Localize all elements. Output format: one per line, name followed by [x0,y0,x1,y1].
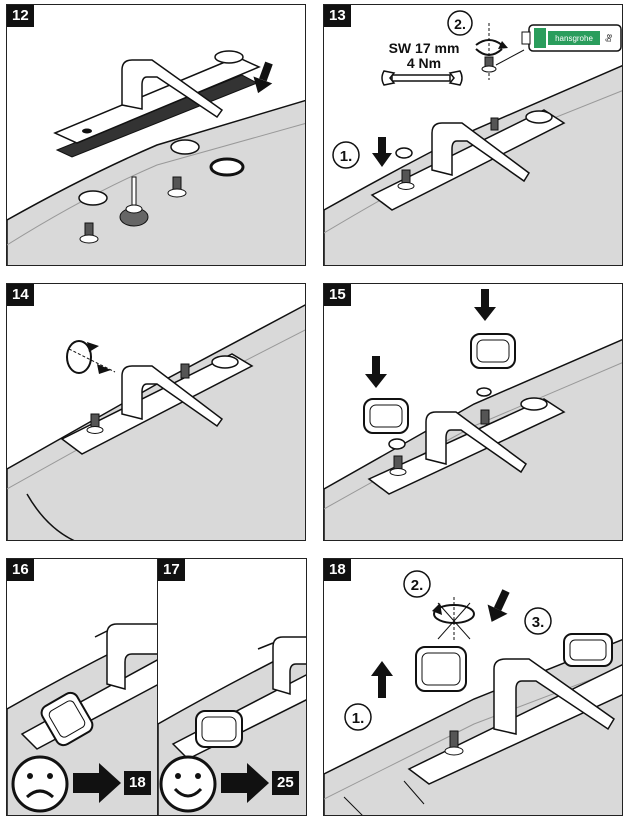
tube-brand: hansgrohe [555,34,593,43]
sad-face-icon [11,755,69,813]
step-number: 16 [7,559,34,581]
handle-cap-misaligned [40,691,94,747]
threaded-connector [86,413,104,434]
threaded-connector [167,176,187,198]
step-13-panel: 13 1. 2. [323,4,623,266]
step-16-illustration [7,623,157,815]
threaded-connector [480,409,490,425]
handle-cap [363,398,409,434]
step-15-panel: 15 [323,283,623,541]
right-arrow-icon [73,763,121,803]
spout [121,365,224,428]
step-number: 18 [324,559,351,581]
spout [431,122,531,183]
handle-cap [415,646,467,692]
goto-step-badge: 18 [124,771,151,795]
spout [425,411,528,474]
o-ring [78,190,108,206]
step-12-illustration [7,50,305,265]
down-arrow-icon [372,137,392,167]
step-number: 17 [158,559,185,581]
cover-plate [60,353,254,455]
happy-face-icon [159,755,217,813]
down-arrow-icon [253,61,273,94]
grease-tube-icon: hansgrohe 8g [521,24,622,52]
step-label-3: 3. [532,614,545,631]
spout [121,59,224,119]
rotate-icon [432,597,475,641]
wrench-size: SW 17 mm [389,40,460,56]
step-14-illustration [7,304,305,540]
down-arrow-icon [474,289,496,321]
threaded-connector [79,222,99,244]
threaded-connector [444,730,464,756]
threaded-connector [397,169,415,190]
step-label-1: 1. [340,148,353,165]
step-number: 12 [7,5,34,27]
threaded-connector [180,363,190,379]
step-18-illustration: 2. 3. 1. [324,570,622,815]
step-number: 15 [324,284,351,306]
seal-ring [209,157,245,177]
handle-cap [563,633,613,667]
right-arrow-icon [221,763,269,803]
step-18-panel: 18 [323,558,623,816]
cover-plate [370,109,566,211]
step-14-panel: 14 [6,283,306,541]
step-16-panel: 16 18 [6,558,158,816]
cover-plate [367,398,566,495]
step-label-1: 1. [352,710,365,727]
step-12-panel: 12 [6,4,306,266]
step-13-illustration: 1. 2. hansgrohe 8g SW 17 mm 4 Nm [324,10,622,265]
valve-cartridge [119,176,149,227]
wrench-icon [381,70,463,86]
handle-cap [470,333,516,369]
step-17-panel: 17 25 [157,558,307,816]
rotate-icon [66,340,116,374]
threaded-connector [481,56,497,73]
step-number: 13 [324,5,351,27]
up-arrow-icon [371,661,393,698]
goto-step-badge: 25 [272,771,299,795]
spout [493,658,616,735]
handle-cap-aligned [195,710,243,748]
o-ring [170,139,200,155]
step-label-2: 2. [411,577,424,594]
torque-value: 4 Nm [407,55,441,71]
down-arrow-icon [487,589,510,622]
tube-amount: 8g [605,34,612,42]
step-17-illustration [158,636,306,815]
step-number: 14 [7,284,34,306]
step-15-illustration [324,289,622,540]
threaded-connector [389,455,407,476]
threaded-connector [490,117,499,131]
step-label-2: 2. [454,16,466,32]
down-arrow-icon [365,356,387,388]
